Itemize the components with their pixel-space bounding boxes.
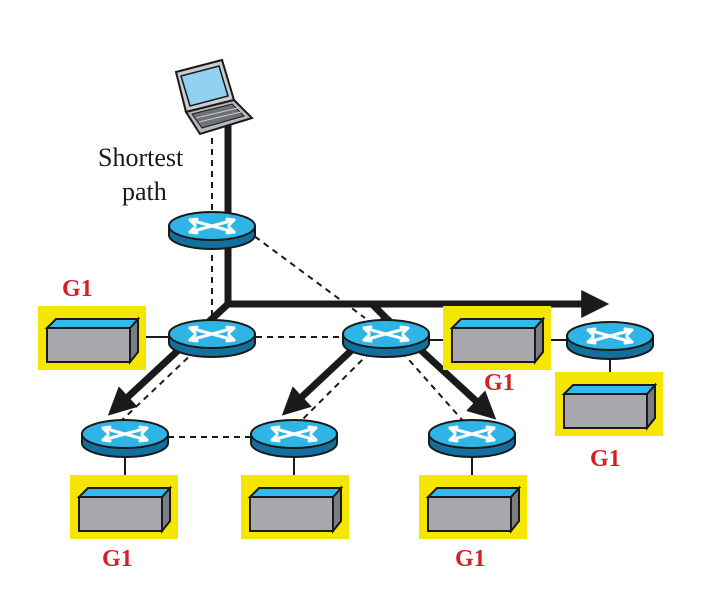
shortest-path-label-line2: path: [122, 177, 167, 206]
router-bottom-right-icon: [427, 418, 517, 459]
host-right-icon: [554, 371, 664, 437]
host-bottom-mid-icon: [240, 474, 350, 540]
laptop-icon: [174, 58, 254, 136]
router-bottom-mid-icon: [249, 418, 339, 459]
router-top-icon: [167, 210, 257, 251]
group-label-bottom-left: G1: [102, 546, 133, 572]
group-label-left: G1: [62, 276, 93, 302]
shortest-path-label-line1: Shortest: [98, 143, 184, 172]
host-bottom-right-icon: [418, 474, 528, 540]
router-bottom-left-icon: [80, 418, 170, 459]
dashed-link-r3-r7: [401, 351, 465, 423]
router-left-icon: [167, 318, 257, 359]
shortest-path-trunk: [224, 120, 598, 308]
router-center-icon: [341, 318, 431, 359]
router-right-icon: [565, 320, 655, 361]
group-label-bottom-right: G1: [455, 546, 486, 572]
group-label-right: G1: [590, 446, 621, 472]
group-label-center-right: G1: [484, 370, 515, 396]
host-bottom-left-icon: [69, 474, 179, 540]
host-center-right-icon: [442, 305, 552, 371]
host-left-icon: [37, 305, 147, 371]
